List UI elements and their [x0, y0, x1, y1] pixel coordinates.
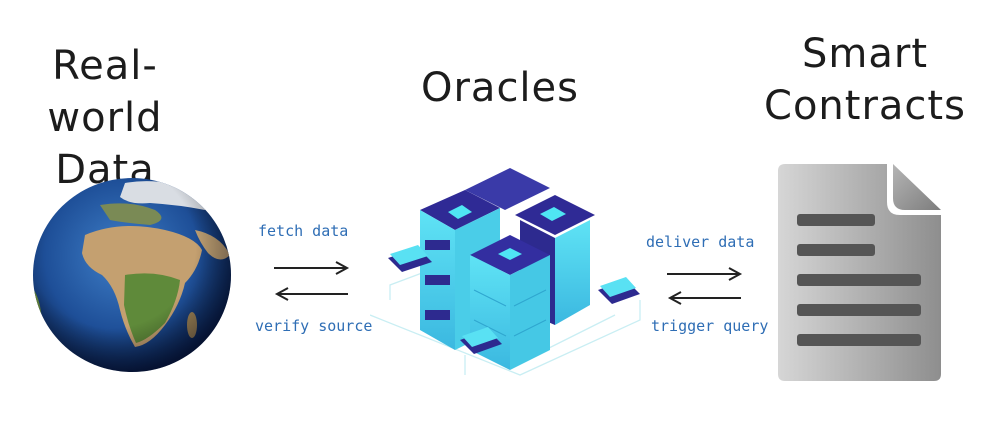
title-line-2: Contracts	[764, 83, 966, 129]
deliver-data-label: deliver data	[646, 233, 755, 251]
fetch-data-label: fetch data	[258, 222, 349, 240]
title-oracles: Oracles	[421, 65, 579, 111]
arrow-right-icon	[274, 261, 350, 275]
title-real-world-data: Real-world Data	[0, 40, 210, 196]
title-line-1: Smart	[802, 31, 928, 77]
globe-icon	[33, 178, 231, 372]
title-line-1: Real-world	[47, 43, 163, 141]
arrow-right-icon	[667, 267, 743, 281]
chip-left	[388, 245, 432, 272]
verify-source-label: verify source	[255, 317, 373, 335]
arrow-left-icon	[274, 287, 348, 301]
chip-right	[598, 277, 640, 304]
server-tower	[465, 168, 550, 210]
document-icon	[778, 164, 941, 381]
title-smart-contracts: Smart Contracts	[745, 28, 985, 132]
trigger-query-label: trigger query	[651, 317, 769, 335]
server-cluster-icon	[370, 168, 641, 376]
arrow-left-icon	[667, 291, 741, 305]
chip-bottom	[460, 327, 502, 354]
